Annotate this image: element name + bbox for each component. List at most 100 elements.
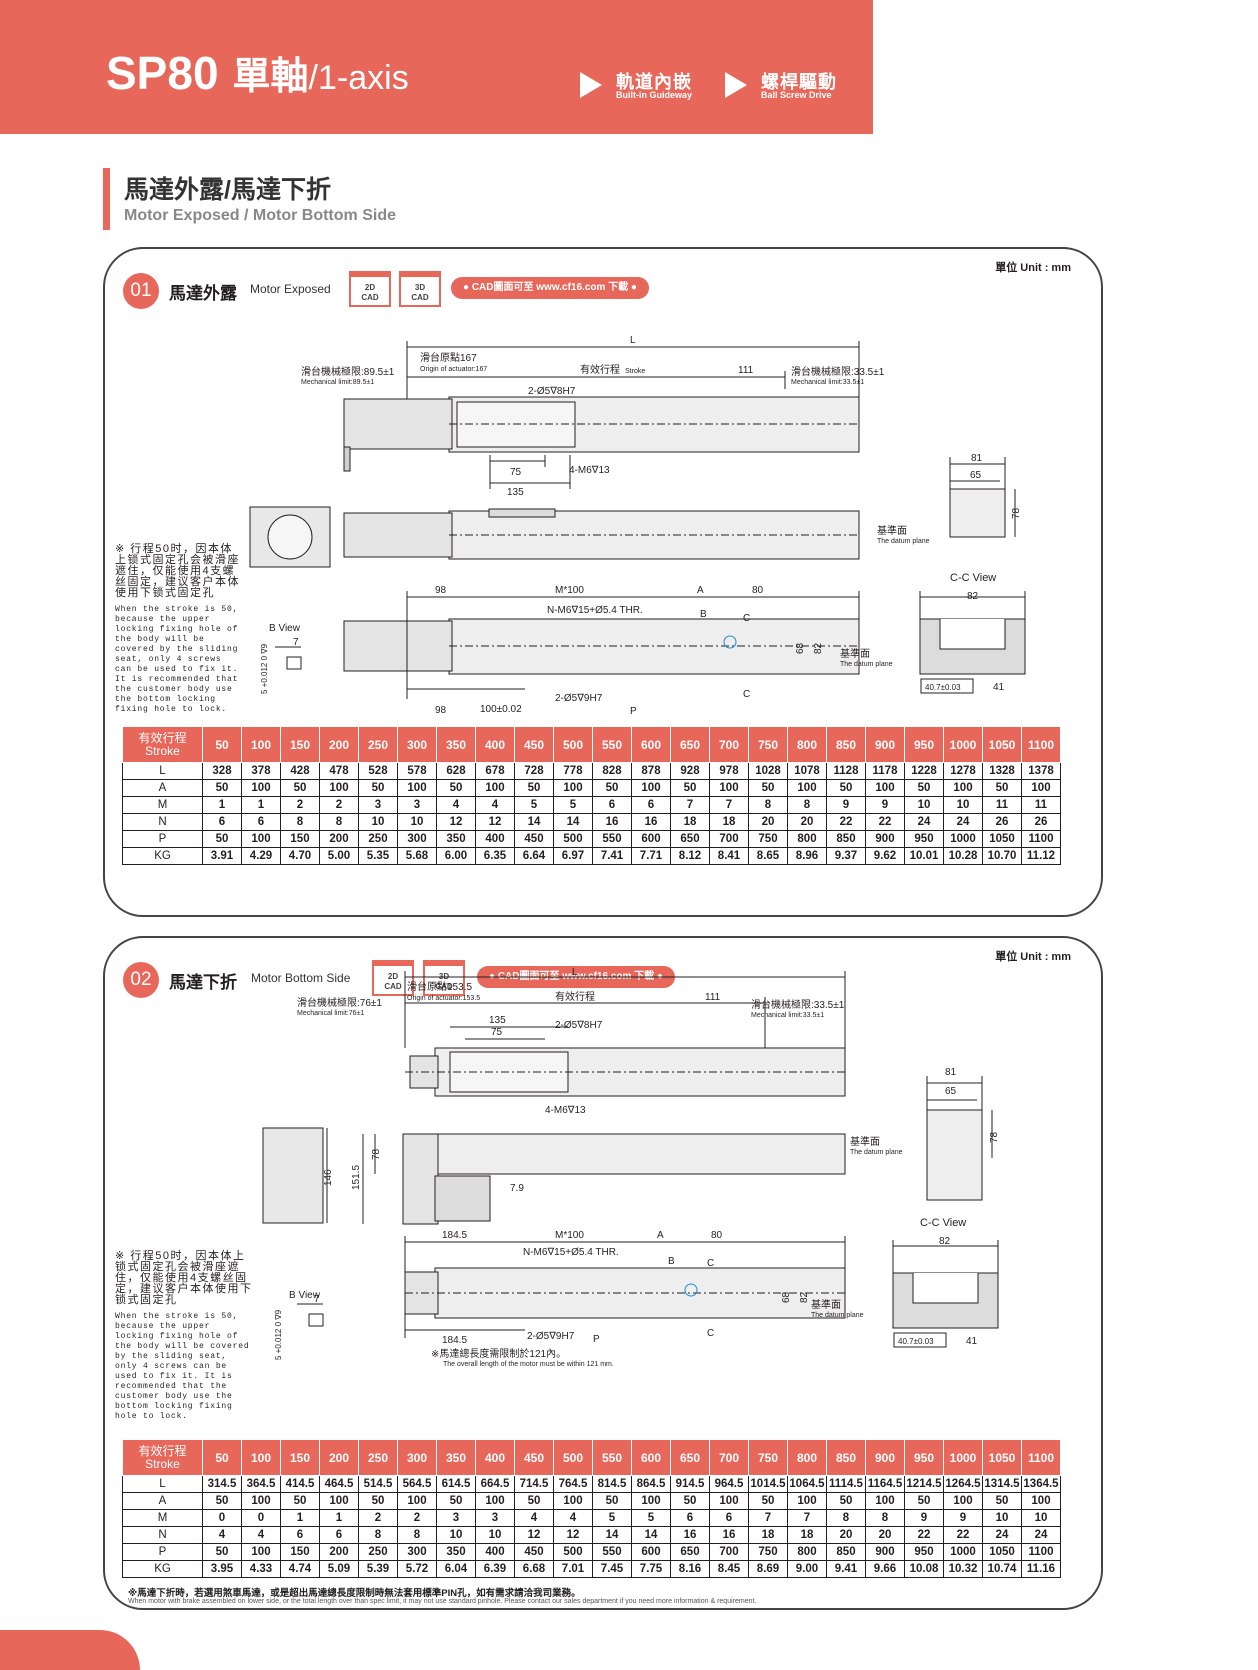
table-cell: 6 [319, 1526, 359, 1544]
table-cell: 1064.5 [787, 1475, 827, 1493]
svg-text:C-C View: C-C View [950, 572, 996, 584]
svg-text:C: C [707, 1328, 714, 1339]
svg-text:75: 75 [510, 467, 522, 478]
svg-text:75: 75 [491, 1027, 503, 1038]
end-view-right [926, 1109, 983, 1201]
table-cell: 0 [202, 1509, 242, 1527]
title-zh: 單軸 [232, 56, 309, 98]
table-cell: 1164.5 [865, 1475, 905, 1493]
svg-text:2-Ø5∇8H7: 2-Ø5∇8H7 [555, 1020, 603, 1031]
table-cell: 864.5 [631, 1475, 671, 1493]
table-cell: 6 [241, 813, 281, 831]
svg-text:B: B [700, 609, 707, 620]
table-cell: 6 [631, 796, 671, 814]
stroke-header-cell: 550 [592, 1439, 632, 1476]
svg-text:B View: B View [269, 623, 301, 634]
table-cell: 3.95 [202, 1560, 242, 1578]
table-cell: 50 [280, 1492, 320, 1510]
stroke-header-cell: 850 [826, 726, 866, 763]
table-cell: 16 [631, 813, 671, 831]
row-label: KG [122, 847, 203, 865]
table-cell: 578 [397, 762, 437, 780]
table-cell: 100 [397, 1492, 437, 1510]
svg-text:The overall length of the moto: The overall length of the motor must be … [443, 1361, 614, 1368]
svg-text:Mechanical limit:76±1: Mechanical limit:76±1 [297, 1010, 364, 1017]
actuator-side-view [434, 1133, 846, 1175]
table-cell: 300 [397, 830, 437, 848]
table-cell: 700 [709, 1543, 749, 1561]
table-cell: 100 [1021, 779, 1061, 797]
svg-text:135: 135 [507, 487, 524, 498]
table-cell: 50 [202, 779, 242, 797]
table-cell: 8.69 [748, 1560, 788, 1578]
table-cell: 50 [358, 1492, 398, 1510]
table-cell: 10.01 [904, 847, 944, 865]
table-cell: 1000 [943, 1543, 983, 1561]
table-cell: 22 [904, 1526, 944, 1544]
table-cell: 50 [202, 1492, 242, 1510]
table-cell: 3 [358, 796, 398, 814]
table-cell: 8 [787, 796, 827, 814]
stroke-header-cell: 950 [904, 726, 944, 763]
table-cell: 100 [631, 1492, 671, 1510]
table-cell: 450 [514, 1543, 554, 1561]
table-cell: 628 [436, 762, 476, 780]
row-label: A [122, 779, 203, 797]
table-cell: 200 [319, 830, 359, 848]
table-cell: 3 [475, 1509, 515, 1527]
table-cell: 50 [748, 779, 788, 797]
table-cell: 400 [475, 1543, 515, 1561]
stroke-header-cell: 800 [787, 726, 827, 763]
table-cell: 650 [670, 1543, 710, 1561]
table-cell: 11.16 [1021, 1560, 1061, 1578]
table-cell: 100 [709, 1492, 749, 1510]
table-cell: 10 [1021, 1509, 1061, 1527]
svg-text:41: 41 [993, 682, 1005, 693]
table-cell: 50 [514, 1492, 554, 1510]
table-cell: 978 [709, 762, 749, 780]
table-cell: 850 [826, 1543, 866, 1561]
table-cell: 9.37 [826, 847, 866, 865]
table-cell: 528 [358, 762, 398, 780]
panel-title-en: Motor Bottom Side [251, 971, 351, 985]
play-arrow-icon [725, 72, 747, 98]
table-cell: 4.74 [280, 1560, 320, 1578]
table-cell: 464.5 [319, 1475, 359, 1493]
svg-text:B View: B View [289, 1290, 321, 1301]
table-cell: 950 [904, 1543, 944, 1561]
table-cell: 1 [241, 796, 281, 814]
row-label: L [122, 762, 203, 780]
table-cell: 10.74 [982, 1560, 1022, 1578]
table-cell: 5.09 [319, 1560, 359, 1578]
svg-text:The datum plane: The datum plane [811, 1312, 864, 1319]
end-view-right [949, 488, 1006, 538]
table-cell: 4.70 [280, 847, 320, 865]
table-cell: 5 [553, 796, 593, 814]
table-cell: 750 [748, 830, 788, 848]
svg-text:78: 78 [989, 1131, 1000, 1143]
table-cell: 750 [748, 1543, 788, 1561]
stroke-header-cell: 50 [202, 1439, 242, 1476]
motor-down-side-view [402, 1133, 439, 1225]
motor-bottom-view [343, 620, 453, 672]
table-cell: 7 [709, 796, 749, 814]
svg-text:40.7±0.03: 40.7±0.03 [925, 683, 961, 692]
svg-text:7: 7 [293, 637, 299, 648]
svg-text:L: L [572, 967, 578, 978]
table-cell: 8 [826, 1509, 866, 1527]
row-label: P [122, 1543, 203, 1561]
cad-download-note[interactable]: ● CAD圖面可至 www.cf16.com 下載 ● [451, 277, 649, 299]
table-cell: 100 [865, 779, 905, 797]
table-cell: 18 [787, 1526, 827, 1544]
stroke-header-cell: 300 [397, 1439, 437, 1476]
svg-text:有效行程: 有效行程 [580, 363, 620, 376]
table-cell: 14 [553, 813, 593, 831]
table-cell: 20 [787, 813, 827, 831]
table-cell: 9.00 [787, 1560, 827, 1578]
table-cell: 16 [670, 1526, 710, 1544]
